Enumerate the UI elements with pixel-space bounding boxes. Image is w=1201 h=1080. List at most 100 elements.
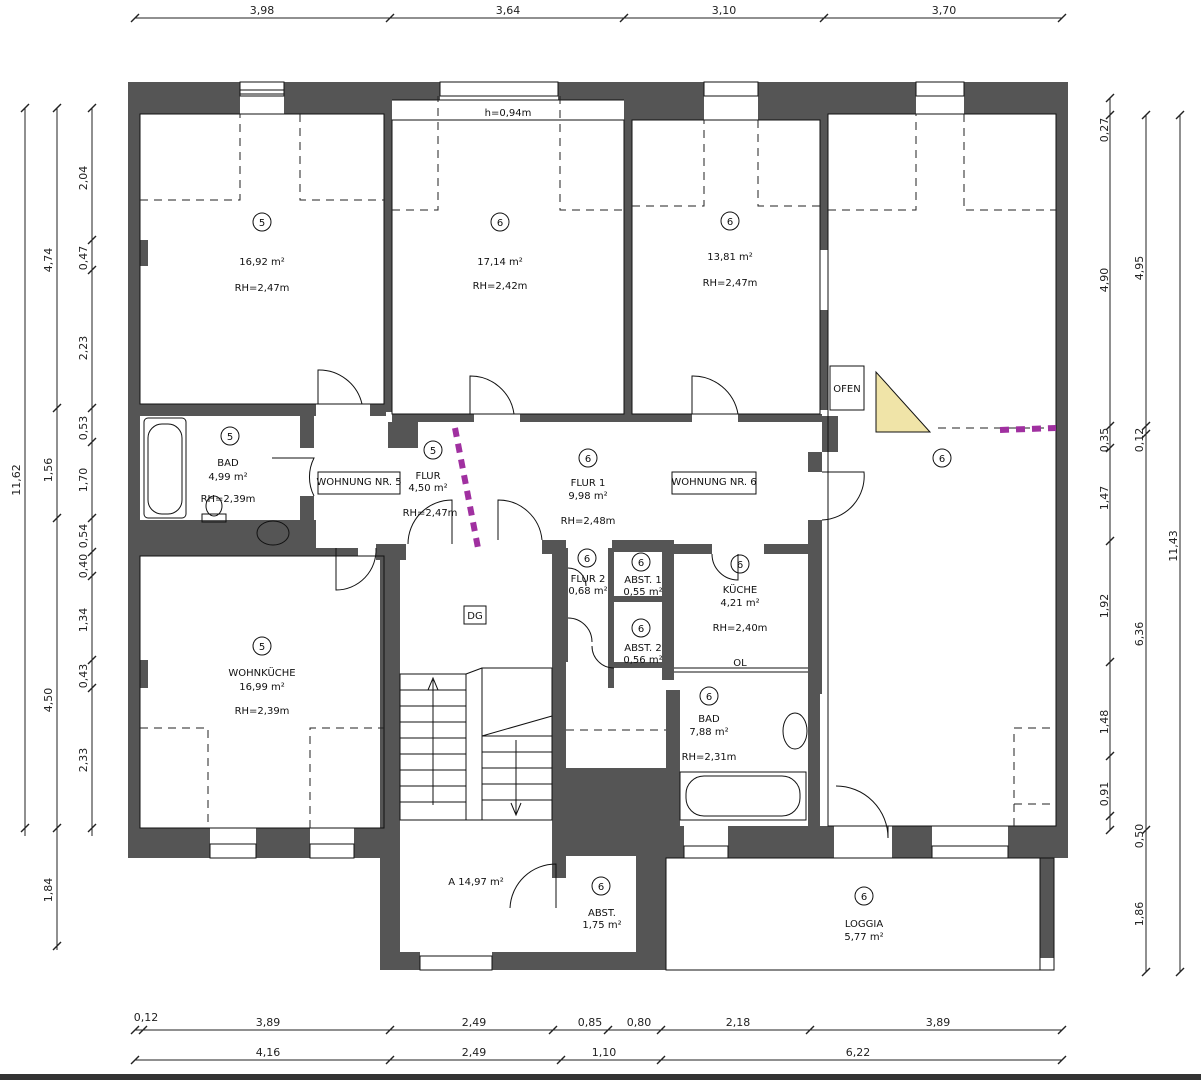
dim-bottom2-1: 4,16 [256,1046,281,1059]
dim-right-inner-2: 4,90 [1098,268,1111,293]
door-swings [272,369,889,909]
dim-right-inner-6: 1,48 [1098,710,1111,735]
misc-tags: WOHNUNG NR. 5 WOHNUNG NR. 6 DG OFEN A 14… [316,108,860,888]
apartment-6-tag: WOHNUNG NR. 6 [671,477,756,488]
dim-left-inner-2: 0,47 [77,246,90,271]
room-6-height: RH=2,48m [561,516,616,527]
dim-bottom1-2: 3,89 [256,1016,281,1029]
ol-label: OL [733,658,747,669]
dim-left-mid-3: 4,50 [42,688,55,713]
room-5-area: 4,50 m² [408,483,447,494]
room-6-name: FLUR 1 [571,478,606,489]
dim-right-inner-5: 1,92 [1098,594,1111,619]
room-12-area: 7,88 m² [689,727,728,738]
dg-tag: DG [467,611,482,622]
dim-top-2: 3,64 [496,4,521,17]
room-6-area: 9,98 m² [568,491,607,502]
room-3-height: RH=2,47m [703,278,758,289]
room-8-name: ABST. 1 [624,575,662,586]
room-4-number: 5 [227,432,233,443]
room-9-area: 0,56 m² [623,655,662,666]
room-14-number: 6 [598,882,604,893]
oven-label: OFEN [833,384,860,395]
marker-lines [452,425,1057,549]
dim-right-mid-4: 1,86 [1133,902,1146,927]
room-15-number: 6 [861,892,867,903]
dim-bottom2-3: 1,10 [592,1046,617,1059]
room-9-number: 6 [638,624,644,635]
dimension-labels: 3,98 3,64 3,10 3,70 0,12 3,89 2,49 0,85 … [10,4,1180,1059]
dim-right-inner-8: 0,50 [1133,824,1146,849]
room-8-number: 6 [638,558,644,569]
dim-bottom1-7: 3,89 [926,1016,951,1029]
dim-left-mid-2: 1,56 [42,458,55,483]
room-11-area: 16,99 m² [239,682,285,693]
room-14-area: 1,75 m² [582,920,621,931]
room-11-height: RH=2,39m [235,706,290,717]
room-13-number: 6 [939,454,945,465]
dim-bottom1-3: 2,49 [462,1016,487,1029]
room-11-number: 5 [259,642,265,653]
dim-left-inner-7: 0,40 [77,554,90,579]
room-4-name: BAD [217,458,239,469]
room-12-name: BAD [698,714,720,725]
oven-triangle [875,370,932,433]
room-5-name: FLUR [415,471,440,482]
dim-left-inner-1: 2,04 [77,166,90,191]
room-4-area: 4,99 m² [208,472,247,483]
dim-top-4: 3,70 [932,4,957,17]
thin-lines [139,81,1057,971]
dim-right-mid-1: 4,95 [1133,256,1146,281]
bottom-edge [0,1074,1201,1080]
room-9-name: ABST. 2 [624,643,662,654]
stair-area-label: A 14,97 m² [448,877,504,888]
apartment-5-tag: WOHNUNG NR. 5 [316,477,401,488]
room-5-height: RH=2,47m [403,508,458,519]
room-8-area: 0,55 m² [623,587,662,598]
room-11-name: WOHNKÜCHE [228,666,295,679]
dim-right-inner-3: 0,35 [1098,428,1111,453]
dim-right-outer-1: 11,43 [1167,530,1180,562]
dim-left-inner-4: 0,53 [77,416,90,441]
dim-left-inner-6: 0,54 [77,524,90,549]
dim-right-inner-7: 0,91 [1098,782,1111,807]
dim-left-mid-1: 4,74 [42,248,55,273]
room-labels: 5 16,92 m² RH=2,47m 6 17,14 m² RH=2,42m … [201,211,952,943]
dim-left-outer-2: 1,84 [42,878,55,903]
dim-left-inner-9: 0,43 [77,664,90,689]
room-2-number: 6 [497,218,503,229]
dim-right-inner-4: 1,47 [1098,486,1111,511]
dim-left-inner-3: 2,23 [77,336,90,361]
room-15-name: LOGGIA [845,919,884,930]
room-1-height: RH=2,47m [235,283,290,294]
room-7-number: 6 [584,554,590,565]
dim-bottom1-6: 2,18 [726,1016,751,1029]
room-12-height: RH=2,31m [682,752,737,763]
dim-bottom2-2: 2,49 [462,1046,487,1059]
dim-bottom1-4: 0,85 [578,1016,603,1029]
window-height-note: h=0,94m [485,108,532,119]
room-4-height: RH=2,39m [201,494,256,505]
room-1-area: 16,92 m² [239,257,285,268]
room-12-number: 6 [706,692,712,703]
room-2-height: RH=2,42m [473,281,528,292]
room-10-height: RH=2,40m [713,623,768,634]
room-3-number: 6 [727,217,733,228]
room-3-area: 13,81 m² [707,252,753,263]
room-6-number: 6 [585,454,591,465]
room-10-number: 6 [737,560,743,571]
dim-left-outer-1: 11,62 [10,464,23,496]
dim-right-inner-1: 0,27 [1098,118,1111,143]
dim-bottom2-4: 6,22 [846,1046,871,1059]
dim-top-1: 3,98 [250,4,275,17]
dim-bottom1-1: 0,12 [134,1011,159,1024]
dim-left-inner-5: 1,70 [77,468,90,493]
room-10-area: 4,21 m² [720,598,759,609]
dashed-lines [140,96,1056,828]
dim-right-mid-2: 0,12 [1133,428,1146,453]
dim-top-3: 3,10 [712,4,737,17]
dim-left-inner-8: 1,34 [77,608,90,633]
room-7-area: 0,68 m² [568,586,607,597]
room-1-number: 5 [259,218,265,229]
